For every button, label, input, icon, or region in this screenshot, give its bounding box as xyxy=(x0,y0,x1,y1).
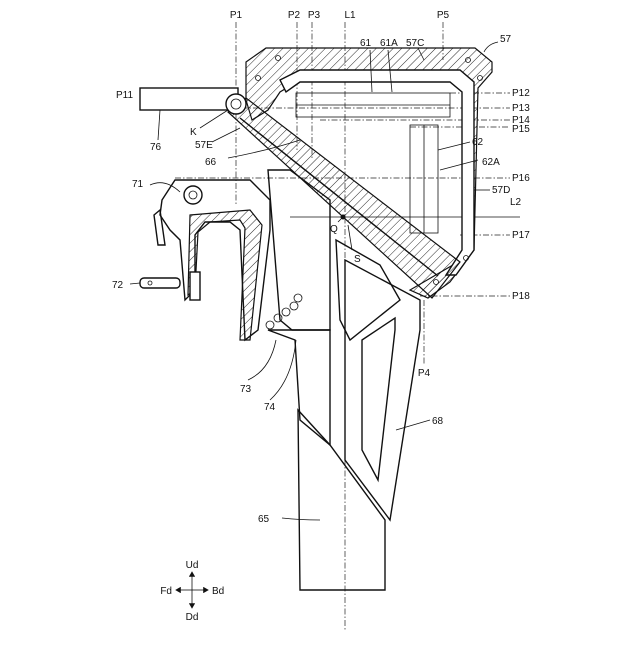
direction-compass: Ud Dd Fd Bd xyxy=(160,560,224,623)
label-65: 65 xyxy=(258,514,270,525)
label-p2: P2 xyxy=(288,10,301,21)
label-61a: 61A xyxy=(380,38,398,49)
label-57e: 57E xyxy=(195,140,213,151)
post-upper xyxy=(268,330,330,445)
handle-grip xyxy=(140,278,180,288)
label-l1: L1 xyxy=(344,10,356,21)
label-61: 61 xyxy=(360,38,372,49)
label-57: 57 xyxy=(500,34,512,45)
label-68: 68 xyxy=(432,416,444,427)
label-p11: P11 xyxy=(116,90,133,101)
label-72: 72 xyxy=(112,280,124,291)
label-73: 73 xyxy=(240,384,252,395)
pivot-k-outer xyxy=(226,94,246,114)
rod-76 xyxy=(140,88,238,110)
label-q: Q xyxy=(330,224,338,235)
label-p3: P3 xyxy=(308,10,321,21)
label-p13: P13 xyxy=(512,103,530,114)
label-fd: Fd xyxy=(160,586,172,597)
label-62: 62 xyxy=(472,137,484,148)
label-74: 74 xyxy=(264,402,276,413)
frame-slot xyxy=(362,318,395,480)
label-p4: P4 xyxy=(418,368,431,379)
frame-68 xyxy=(336,240,420,520)
label-p5: P5 xyxy=(437,10,450,21)
label-76: 76 xyxy=(150,142,162,153)
diagonal-plate xyxy=(228,98,460,298)
post-65 xyxy=(298,410,385,590)
label-s: S xyxy=(354,254,361,265)
label-66: 66 xyxy=(205,157,217,168)
component-61 xyxy=(296,93,450,117)
label-71: 71 xyxy=(132,179,144,190)
label-p17: P17 xyxy=(512,230,530,241)
label-62a: 62A xyxy=(482,157,500,168)
pivot-and-rod xyxy=(140,88,246,114)
label-ud: Ud xyxy=(186,560,199,571)
bracket-pin-outer xyxy=(184,186,202,204)
label-p18: P18 xyxy=(512,291,530,302)
label-dd: Dd xyxy=(186,612,199,623)
label-p16: P16 xyxy=(512,173,530,184)
label-p1: P1 xyxy=(230,10,243,21)
label-p15: P15 xyxy=(512,124,530,135)
handle-stem xyxy=(190,272,200,300)
label-bd: Bd xyxy=(212,586,224,597)
bracket-71 xyxy=(154,180,270,340)
diagonal-member-66 xyxy=(228,98,460,298)
label-57d: 57D xyxy=(492,185,510,196)
label-l2: L2 xyxy=(510,197,522,208)
handle-72 xyxy=(140,272,200,300)
label-p12: P12 xyxy=(512,88,530,99)
label-57c: 57C xyxy=(406,38,424,49)
label-k: K xyxy=(190,127,197,138)
